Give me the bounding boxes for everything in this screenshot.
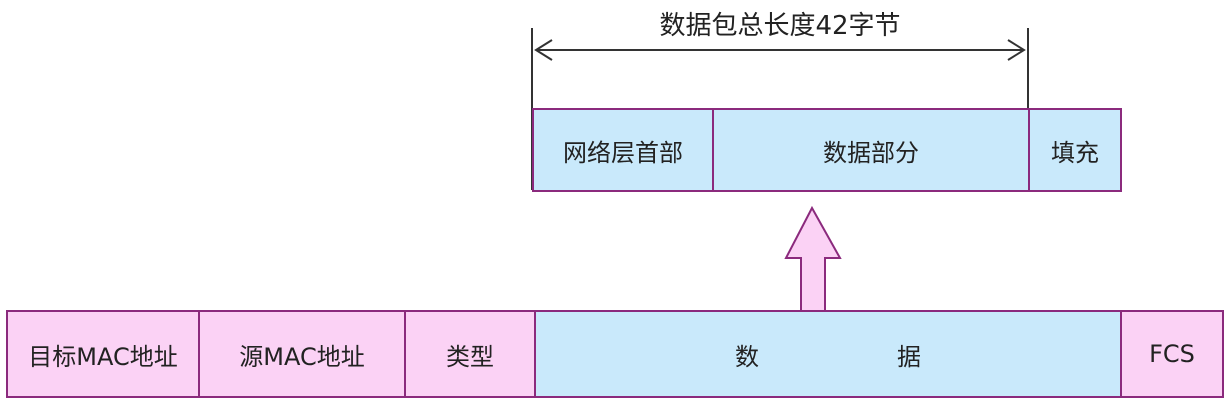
dimension-arrow-right xyxy=(1007,39,1026,61)
src-mac-cell: 源MAC地址 xyxy=(198,310,406,398)
data-part-cell: 数据部分 xyxy=(712,108,1030,192)
up-arrow-icon xyxy=(784,205,842,312)
data-part-label: 数据部分 xyxy=(823,138,919,167)
total-length-label: 数据包总长度42字节 xyxy=(659,11,901,41)
fcs-cell: FCS xyxy=(1120,310,1224,398)
fcs-label: FCS xyxy=(1149,340,1195,368)
data-cell: 数 据 xyxy=(534,310,1122,398)
padding-label: 填充 xyxy=(1051,138,1099,167)
src-mac-label: 源MAC地址 xyxy=(239,342,365,371)
data-label-left: 数 xyxy=(735,342,759,371)
dimension-arrow-left xyxy=(534,39,553,61)
network-header-cell: 网络层首部 xyxy=(532,108,714,192)
network-header-label: 网络层首部 xyxy=(563,138,683,167)
dest-mac-cell: 目标MAC地址 xyxy=(6,310,200,398)
type-label: 类型 xyxy=(446,342,494,371)
dest-mac-label: 目标MAC地址 xyxy=(28,342,178,371)
padding-cell: 填充 xyxy=(1028,108,1122,192)
type-cell: 类型 xyxy=(404,310,536,398)
data-label-right: 据 xyxy=(897,342,921,371)
